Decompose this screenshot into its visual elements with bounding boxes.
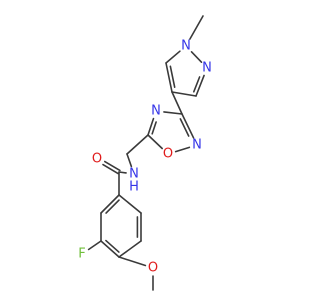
bond-a1-a2-inner (105, 199, 120, 214)
bond-a3-f (87, 240, 102, 251)
bond-n1-n2 (190, 50, 203, 64)
atom-label-amide-h: H (129, 180, 139, 195)
bond-c4-c5 (165, 62, 173, 93)
bond-a4-a5 (118, 240, 142, 258)
bond-c5o-ch2 (126, 134, 149, 155)
bond-n2o-c3o-inner (179, 118, 190, 137)
atom-label-n1-pyrazole: N (181, 39, 191, 54)
bond-cc-oc-second (102, 163, 119, 175)
bond-c4-c5-inner (169, 65, 176, 89)
bond-a3-a4 (100, 240, 120, 258)
atom-label-methoxy-o: O (148, 261, 158, 276)
atom-label-o1-oxadiazole: O (163, 147, 173, 162)
atom-label-amide-n: N (129, 167, 139, 182)
bond-o1-n2o (174, 146, 191, 153)
bond-nh-cc (118, 171, 127, 174)
bond-layer (87, 15, 205, 291)
bond-a4-om (118, 256, 147, 267)
bond-c4-c3o (171, 91, 183, 115)
bond-a1-a2 (100, 194, 120, 214)
bond-c3o-n4o (163, 111, 183, 115)
bond-n4o-c5o-inner (151, 121, 157, 135)
bond-c5o-o1 (147, 134, 163, 150)
atom-label-carbonyl-o: O (92, 152, 102, 167)
bond-n4o-c5o (147, 117, 155, 136)
bond-n2-c3-inner (192, 76, 201, 93)
bond-c5-n1 (165, 50, 181, 64)
bond-c3-c4 (171, 91, 197, 97)
bond-me-n1 (189, 15, 204, 40)
bond-n2o-c3o (181, 113, 195, 139)
bond-cc-oc (104, 160, 121, 172)
atom-label-n2-pyrazole: N (202, 61, 212, 76)
atom-label-n4-oxadiazole: N (151, 104, 161, 119)
bond-ch2-nh (126, 153, 133, 168)
bond-n2-c3 (195, 74, 205, 97)
atom-label-n2-oxadiazole: N (192, 138, 202, 153)
bond-a6-a1 (118, 194, 142, 214)
bond-a3-a4-inner (105, 239, 120, 253)
atom-label-fluorine: F (78, 247, 85, 262)
